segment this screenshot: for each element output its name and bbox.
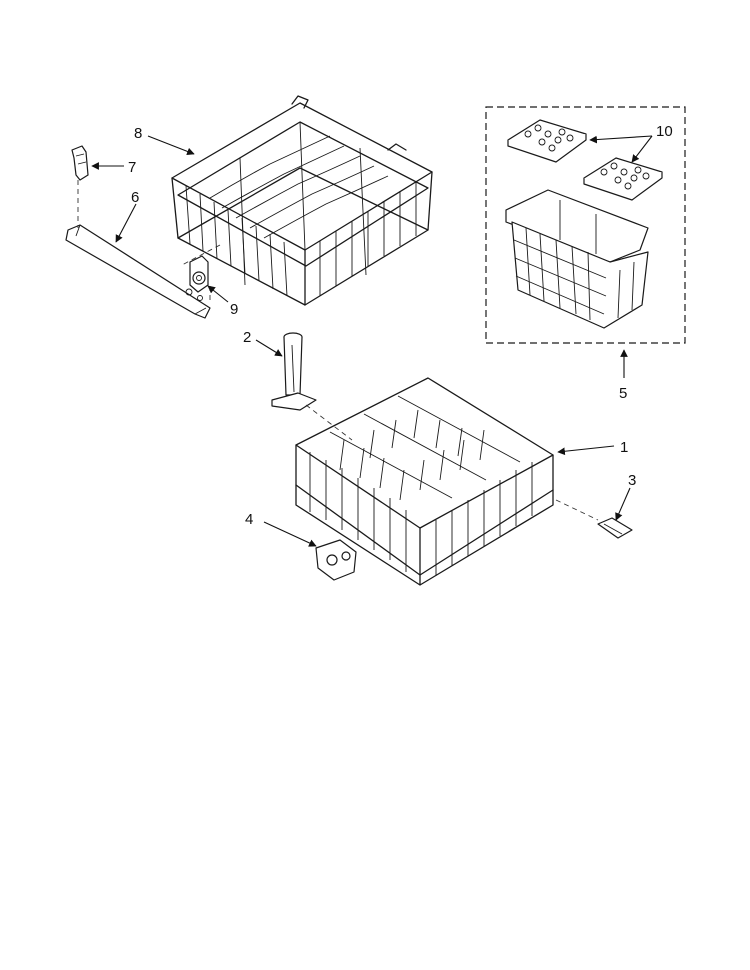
callout-7: 7 <box>128 159 136 176</box>
lower-rack-clip-part <box>597 517 633 539</box>
callout-5: 5 <box>619 385 627 402</box>
callout-1: 1 <box>620 439 628 456</box>
callout-9: 9 <box>230 301 238 318</box>
lower-rack <box>295 377 554 586</box>
rack-post-part <box>271 332 317 411</box>
callout-10: 10 <box>656 123 673 140</box>
rack-clip-part <box>71 145 89 181</box>
callout-6: 6 <box>131 189 139 206</box>
lower-roller-part <box>315 539 357 581</box>
track-rail-part <box>65 224 211 319</box>
upper-rack <box>171 95 433 306</box>
leader-lines <box>91 135 653 547</box>
alignment-line-lower <box>305 404 599 521</box>
basket-lid-part <box>583 157 663 201</box>
callout-8: 8 <box>134 125 142 142</box>
roller-part <box>189 255 209 293</box>
callout-2: 2 <box>243 329 251 346</box>
basket-lid-part <box>507 119 587 163</box>
silverware-basket-box <box>485 106 686 344</box>
silverware-basket-part <box>505 189 649 329</box>
callout-3: 3 <box>628 472 636 489</box>
callout-4: 4 <box>245 511 253 528</box>
